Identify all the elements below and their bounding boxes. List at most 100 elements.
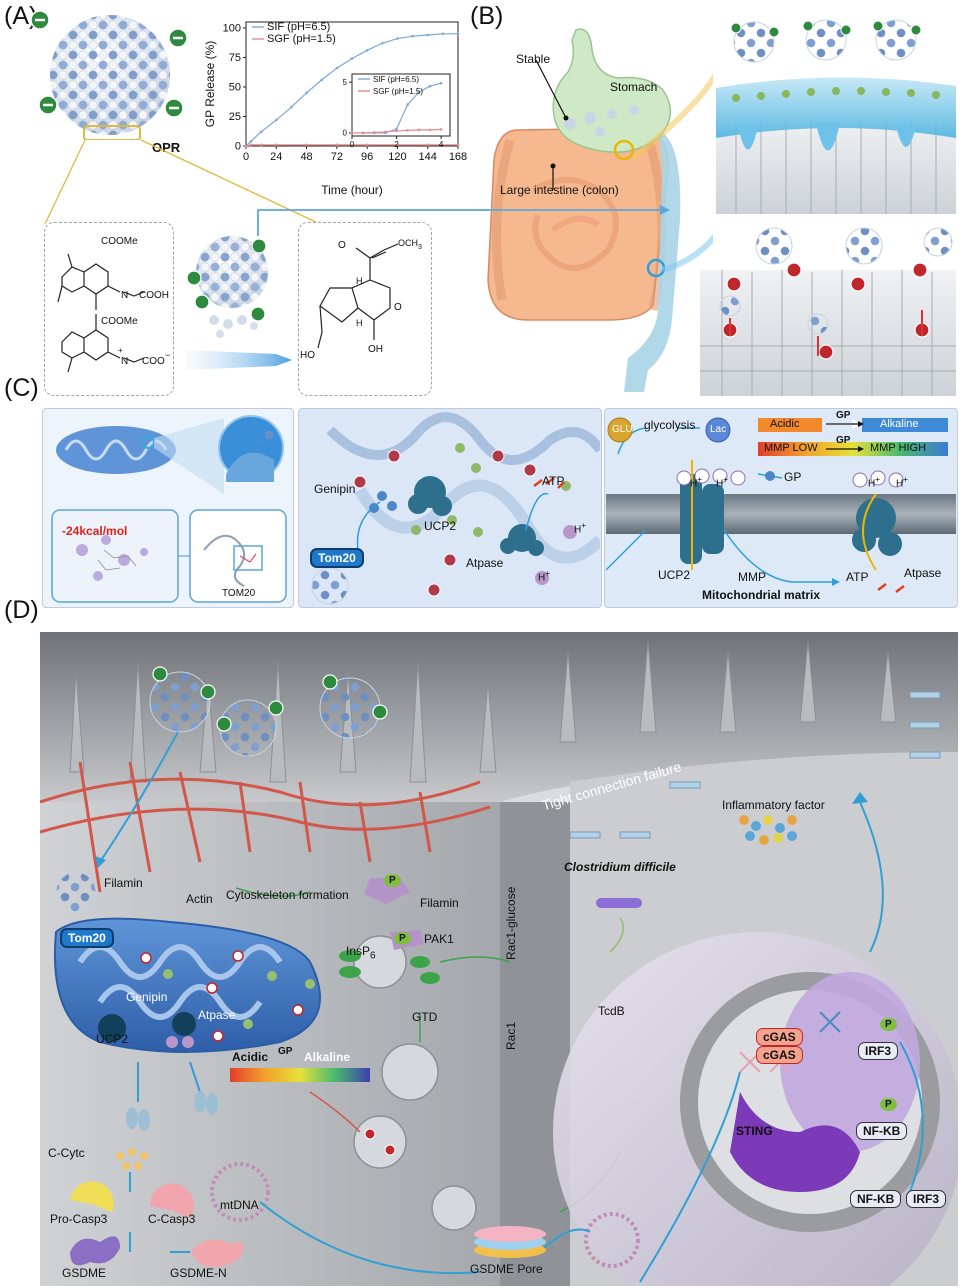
h-top-label: H [356,276,363,286]
colon-highlight [624,130,681,392]
panel-c-letter: (C) [4,374,39,402]
ucp2-label-c: UCP2 [424,519,457,533]
glycolysis-label: glycolysis [644,418,696,432]
main-data-point [305,91,308,95]
inset-data-point [395,129,398,133]
main-data-point [274,118,278,122]
delivery-arrow [257,205,670,236]
degrading-nanoparticle [186,236,292,370]
phospho-badge: P [880,1098,897,1111]
main-series-line [245,144,458,147]
x-axis-label: Time (hour) [321,183,383,197]
colon-label: Large intestine (colon) [500,183,619,197]
inset-frame [351,73,451,137]
main-data-point [426,33,430,37]
oh-label: OH [368,344,383,355]
mitochondrion-docking-illustration [51,415,287,603]
genipin-structure: O OCH3 H O H HO OH [300,238,422,361]
main-y-tick-label: 75 [229,52,241,64]
main-legend-label: SIF (pH=6.5) [267,21,330,33]
glu-label: GLU [612,424,633,435]
phospho-badge: P [394,932,411,945]
tcdb-label: TcdB [598,1004,625,1018]
inset-data-point [361,131,365,135]
cell-mechanism-illustration [40,632,958,1286]
proton-label: H+ [538,568,551,584]
polymer-structure: COOMe N COOH COOMe N + COO − [57,236,170,373]
main-data-point [249,143,253,147]
main-data-point [365,143,369,147]
genipin-label-c: Genipin [314,482,356,496]
inset-x-tick-label: 0 [350,140,355,149]
main-x-tick-label: 96 [361,151,373,163]
main-data-point [335,143,339,147]
nfkb-badge: NF-KB [856,1122,908,1140]
gsdme-label: GSDME [62,1266,107,1280]
inset-legend-label: SGF (pH=1.5) [373,87,423,96]
cgas-badge-1: cGAS [756,1028,803,1046]
n-1-label: N [121,290,128,301]
insp6-label: InsP6 [346,944,376,962]
inset-data-point [428,84,432,88]
atp-label-right: ATP [846,570,869,584]
inset-data-point [417,90,421,94]
irf3-badge: IRF3 [858,1042,899,1060]
main-data-point [335,66,339,70]
gsdme-n-label: GSDME-N [170,1266,227,1280]
rac1-label: Rac1 [504,1021,518,1050]
proton-label: H+ [868,474,881,490]
y-axis-label: GP Release (%) [203,41,217,127]
ho-label: HO [300,350,315,361]
atp-label-c: ATP [542,474,565,488]
main-data-point [426,143,430,147]
lac-label: Lac [710,424,727,435]
filamin-phos-label: Filamin [420,896,459,910]
atpase-label-d: Atpase [198,1008,236,1022]
main-data-point [305,143,308,147]
inset-data-point [439,81,443,85]
pro-casp3-label: Pro-Casp3 [50,1212,108,1226]
mmp-low-label: MMP LOW [764,442,818,454]
digestive-tract-illustration [487,28,713,392]
phospho-badge: P [880,1018,897,1031]
gsdme-pore-label: GSDME Pore [470,1262,543,1276]
main-data-point [350,57,354,60]
cgas-badge-2: cGAS [756,1046,803,1064]
gp-arrow-label-2: GP [836,435,851,446]
ester-1-label: COOMe [101,236,138,247]
acid-1-label: COOH [139,290,169,301]
main-x-tick-label: 144 [419,151,437,163]
main-legend-label: SGF (pH=1.5) [267,33,336,45]
atpase-label-c: Atpase [466,556,504,570]
inset-data-point [406,103,409,106]
acidic-label-d: Acidic [232,1050,269,1064]
sting-label: STING [736,1124,773,1138]
inset-data-point [406,129,409,132]
gtd-label: GTD [412,1010,438,1024]
colon-epithelium-illustration [700,227,956,396]
main-data-point [441,32,445,36]
panel-d-letter: (D) [4,596,39,624]
tom20-docking-label: TOM20 [222,588,256,599]
nfkb-bottom-badge: NF-KB [850,1190,902,1208]
actin-label: Actin [186,892,213,906]
inset-data-point [395,127,398,131]
main-data-point [411,34,414,38]
main-x-tick-label: 0 [243,151,249,163]
ucp2-label-right: UCP2 [658,568,691,582]
inset-data-point [372,131,376,134]
mitochondrion-interior-illustration [311,412,600,605]
proton-label: H+ [690,474,703,490]
mmp-label-c: MMP [738,570,766,584]
h-bottom-label: H [356,318,363,328]
main-x-tick-label: 120 [388,151,406,163]
opr-nanoparticle [30,10,188,140]
clostridium-difficile-label: Clostridium difficile [564,860,676,874]
main-y-tick-label: 100 [223,23,241,35]
inset-y-tick-label: 5 [343,78,348,87]
carbonyl-o-label: O [338,240,346,251]
binding-energy-label: -24kcal/mol [62,524,128,538]
main-data-point [456,32,460,36]
main-data-point [259,143,263,147]
